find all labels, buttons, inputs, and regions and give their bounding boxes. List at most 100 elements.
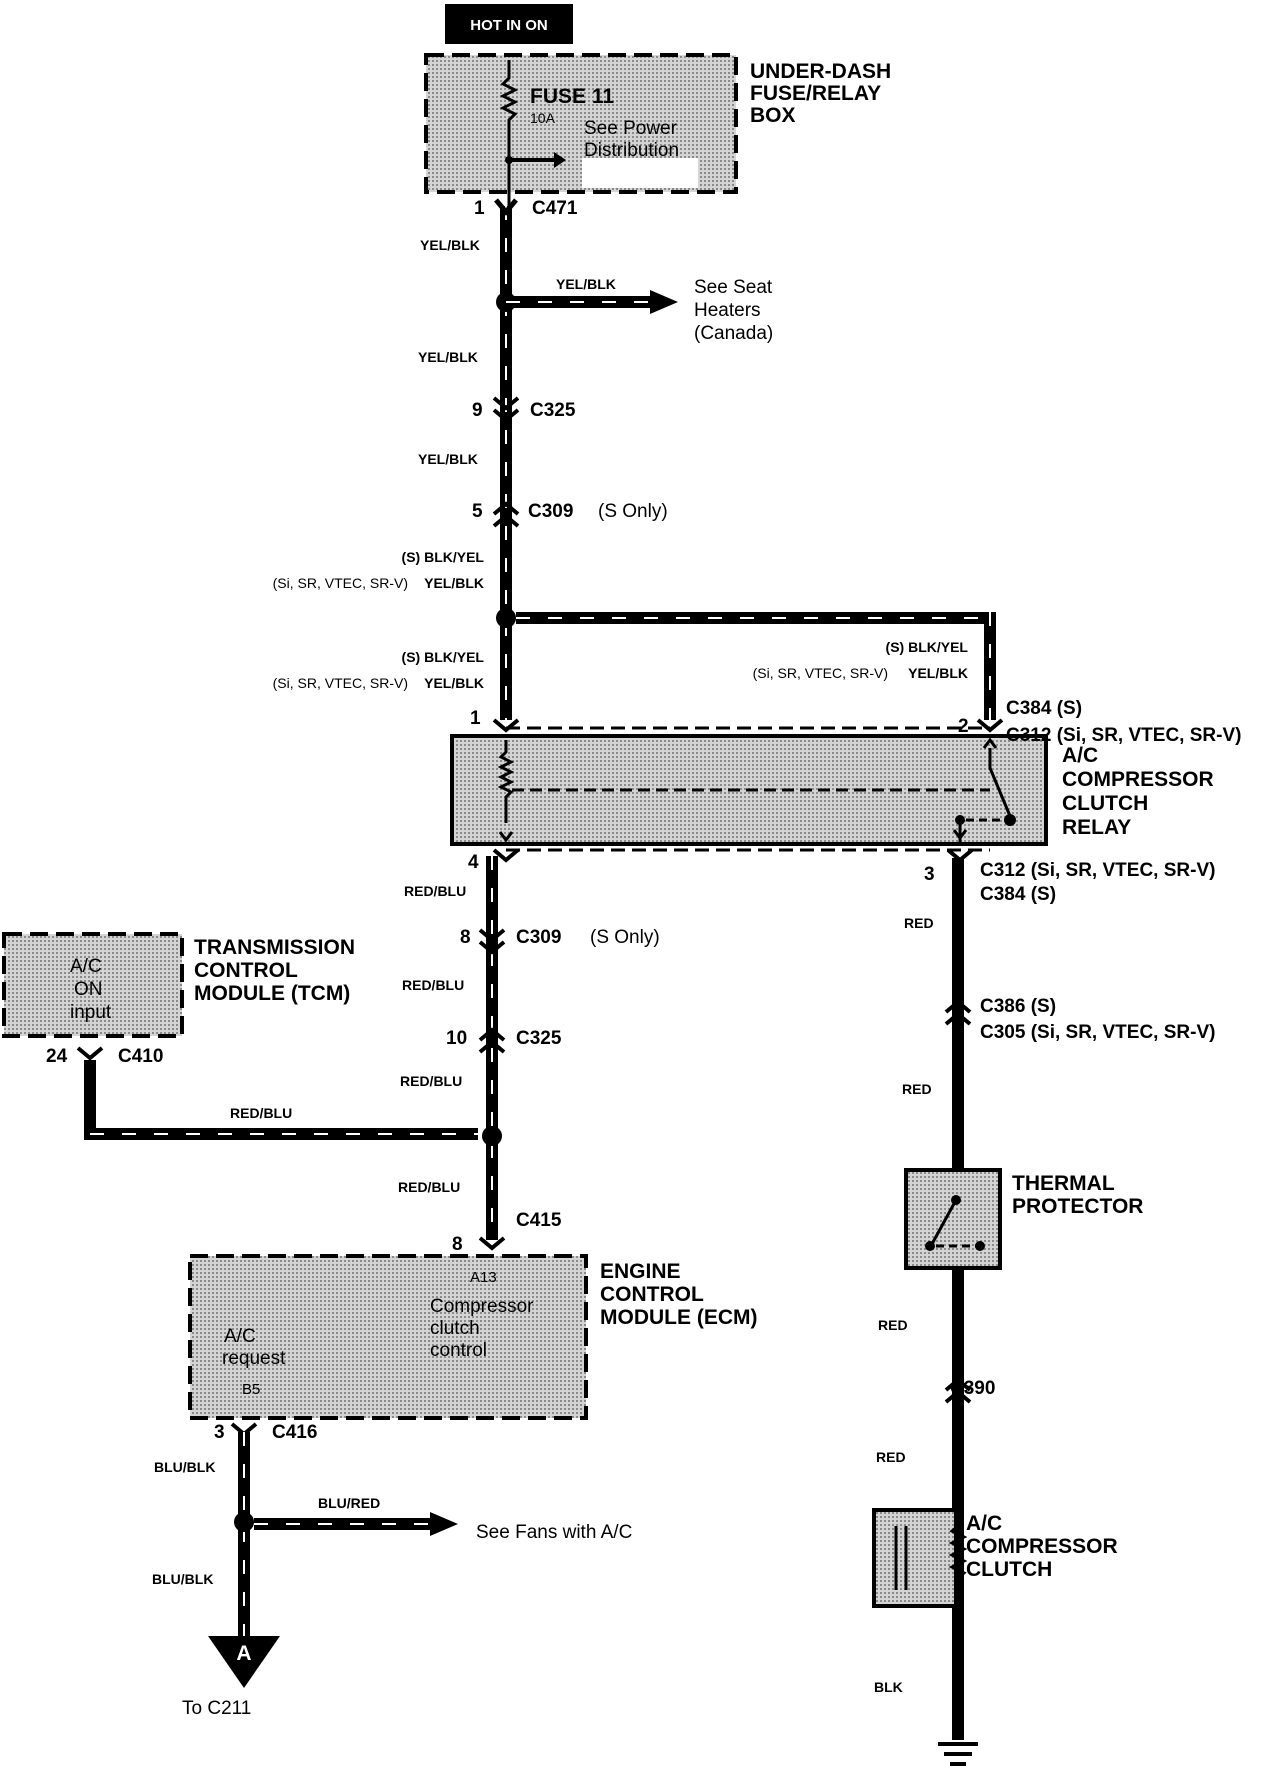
- svg-text:A: A: [236, 1642, 251, 1665]
- fuse-rating: 10A: [530, 110, 556, 126]
- hot-in-on-label: HOT IN ON: [445, 4, 573, 44]
- svg-text:8: 8: [452, 1234, 463, 1255]
- svg-text:24: 24: [46, 1046, 68, 1067]
- svg-text:control: control: [430, 1340, 487, 1361]
- svg-text:C309: C309: [516, 927, 561, 948]
- wire-label-yelblk-2: YEL/BLK: [418, 349, 478, 365]
- fuse-symbol: [499, 60, 519, 210]
- connector-c386-c305: C386 (S) C305 (Si, SR, VTEC, SR-V): [944, 996, 1215, 1043]
- wire-label-yelblk-5: YEL/BLK: [424, 675, 484, 691]
- to-c211: To C211: [182, 1698, 251, 1719]
- svg-text:2: 2: [958, 716, 969, 737]
- wire-label-redblu-1: RED/BLU: [404, 883, 466, 899]
- svg-text:1: 1: [474, 198, 485, 219]
- svg-text:A/C: A/C: [224, 1326, 256, 1347]
- wire-label-blublk-1: BLU/BLK: [154, 1459, 215, 1475]
- thermal-title-2: PROTECTOR: [1012, 1195, 1143, 1218]
- svg-text:4: 4: [468, 852, 479, 873]
- fuse-relay-box: FUSE 11 10A See Power Distribution UNDER…: [424, 53, 891, 210]
- seat-heaters-ref-1: See Seat: [694, 277, 773, 298]
- svg-text:10: 10: [446, 1028, 467, 1049]
- connector-c390: C390: [944, 1377, 995, 1404]
- svg-text:(S Only): (S Only): [598, 501, 668, 522]
- tcm-title-3: MODULE (TCM): [194, 982, 350, 1005]
- arrow-icon: [554, 152, 566, 168]
- svg-text:C416: C416: [272, 1422, 317, 1443]
- ecm-title-1: ENGINE: [600, 1260, 681, 1283]
- wire-label-red-2: RED: [902, 1081, 932, 1097]
- splice-fans: BLU/RED See Fans with A/C: [234, 1495, 632, 1543]
- wire-label-blk: BLK: [874, 1679, 903, 1695]
- transmission-control-module: A/C ON input TRANSMISSION CONTROL MODULE…: [2, 932, 502, 1146]
- wire-label-yelblk-1: YEL/BLK: [420, 237, 480, 253]
- connector-c325-lower: 10 C325: [446, 1027, 562, 1054]
- fuse-name: FUSE 11: [530, 85, 614, 108]
- tcm-title-1: TRANSMISSION: [194, 936, 355, 959]
- svg-text:(S Only): (S Only): [590, 927, 660, 948]
- svg-text:5: 5: [472, 501, 483, 522]
- svg-text:ON: ON: [74, 979, 103, 1000]
- svg-text:Compressor: Compressor: [430, 1296, 534, 1317]
- svg-text:3: 3: [924, 864, 935, 885]
- ground-icon: [938, 1742, 978, 1766]
- wire-label-redblu-3: RED/BLU: [400, 1073, 462, 1089]
- off-page-ref-a: A To C211: [182, 1636, 280, 1719]
- fusebox-note-1: See Power: [584, 118, 678, 139]
- svg-text:1: 1: [470, 708, 481, 729]
- splice-relay-branch: [496, 608, 996, 720]
- seat-heaters-ref-2: Heaters: [694, 300, 761, 321]
- wire-label-red-4: RED: [876, 1449, 906, 1465]
- wire-label-yelblk-branch: YEL/BLK: [556, 276, 616, 292]
- svg-text:C384 (S): C384 (S): [980, 884, 1056, 905]
- svg-text:C305 (Si, SR, VTEC, SR-V): C305 (Si, SR, VTEC, SR-V): [980, 1022, 1215, 1043]
- svg-text:C384 (S): C384 (S): [1006, 698, 1082, 719]
- engine-control-module: A13 Compressor clutch control A/C reques…: [188, 1254, 757, 1420]
- connector-c309-lower: 8 C309 (S Only): [460, 927, 660, 955]
- clutch-title-2: COMPRESSOR: [966, 1535, 1118, 1558]
- clutch-title-3: CLUTCH: [966, 1558, 1052, 1581]
- connector-c415: C415 8: [452, 1210, 562, 1255]
- svg-text:C390: C390: [950, 1378, 995, 1399]
- tcm-title-2: CONTROL: [194, 959, 298, 982]
- relay-title-2: COMPRESSOR: [1062, 768, 1214, 791]
- svg-text:3: 3: [214, 1422, 225, 1443]
- ecm-title-3: MODULE (ECM): [600, 1306, 757, 1329]
- svg-text:C325: C325: [516, 1028, 562, 1049]
- arrow-icon: [430, 1512, 458, 1536]
- svg-text:input: input: [70, 1002, 112, 1023]
- svg-text:C415: C415: [516, 1210, 562, 1231]
- splice-seat-heaters: YEL/BLK See Seat Heaters (Canada): [496, 276, 773, 344]
- relay-coil-symbol: [497, 740, 515, 823]
- svg-text:C386 (S): C386 (S): [980, 996, 1056, 1017]
- wire-label-s-blkyel-2: (S) BLK/YEL: [402, 649, 485, 665]
- wire-label-variant-2: (Si, SR, VTEC, SR-V): [273, 675, 408, 691]
- svg-text:C471: C471: [532, 198, 578, 219]
- wire-label-redblu-2: RED/BLU: [402, 977, 464, 993]
- connector-c309-upper: 5 C309 (S Only): [472, 501, 668, 528]
- svg-text:C309: C309: [528, 501, 573, 522]
- relay-title-1: A/C: [1062, 744, 1098, 767]
- ac-compressor-clutch-relay: 1 2 C384 (S) C312 (Si, SR, VTEC, SR-V) A…: [450, 698, 1241, 905]
- wire-label-red-3: RED: [878, 1317, 908, 1333]
- wire-label-yelblk-3: YEL/BLK: [418, 451, 478, 467]
- wire-label-blublk-2: BLU/BLK: [152, 1571, 213, 1587]
- svg-text:A13: A13: [470, 1269, 497, 1286]
- svg-text:C312 (Si, SR, VTEC, SR-V): C312 (Si, SR, VTEC, SR-V): [980, 860, 1215, 881]
- fusebox-title-2: FUSE/RELAY: [750, 82, 881, 105]
- ecm-title-2: CONTROL: [600, 1283, 704, 1306]
- fusebox-title-1: UNDER-DASH: [750, 60, 891, 83]
- wire-label-yelblk-4: YEL/BLK: [424, 575, 484, 591]
- svg-text:C312 (Si, SR, VTEC, SR-V): C312 (Si, SR, VTEC, SR-V): [1006, 725, 1241, 746]
- svg-text:8: 8: [460, 927, 471, 948]
- relay-switch-symbol: [988, 748, 1012, 817]
- svg-text:9: 9: [472, 400, 483, 421]
- fans-ref: See Fans with A/C: [476, 1522, 632, 1543]
- clutch-title-1: A/C: [966, 1512, 1002, 1535]
- thermal-protector: THERMAL PROTECTOR: [904, 1168, 1143, 1270]
- connector-c471: 1 C471: [474, 198, 578, 219]
- seat-heaters-ref-3: (Canada): [694, 323, 773, 344]
- thermal-title-1: THERMAL: [1012, 1172, 1115, 1195]
- wire-label-s-blkyel-1: (S) BLK/YEL: [402, 549, 485, 565]
- svg-text:A/C: A/C: [70, 956, 102, 977]
